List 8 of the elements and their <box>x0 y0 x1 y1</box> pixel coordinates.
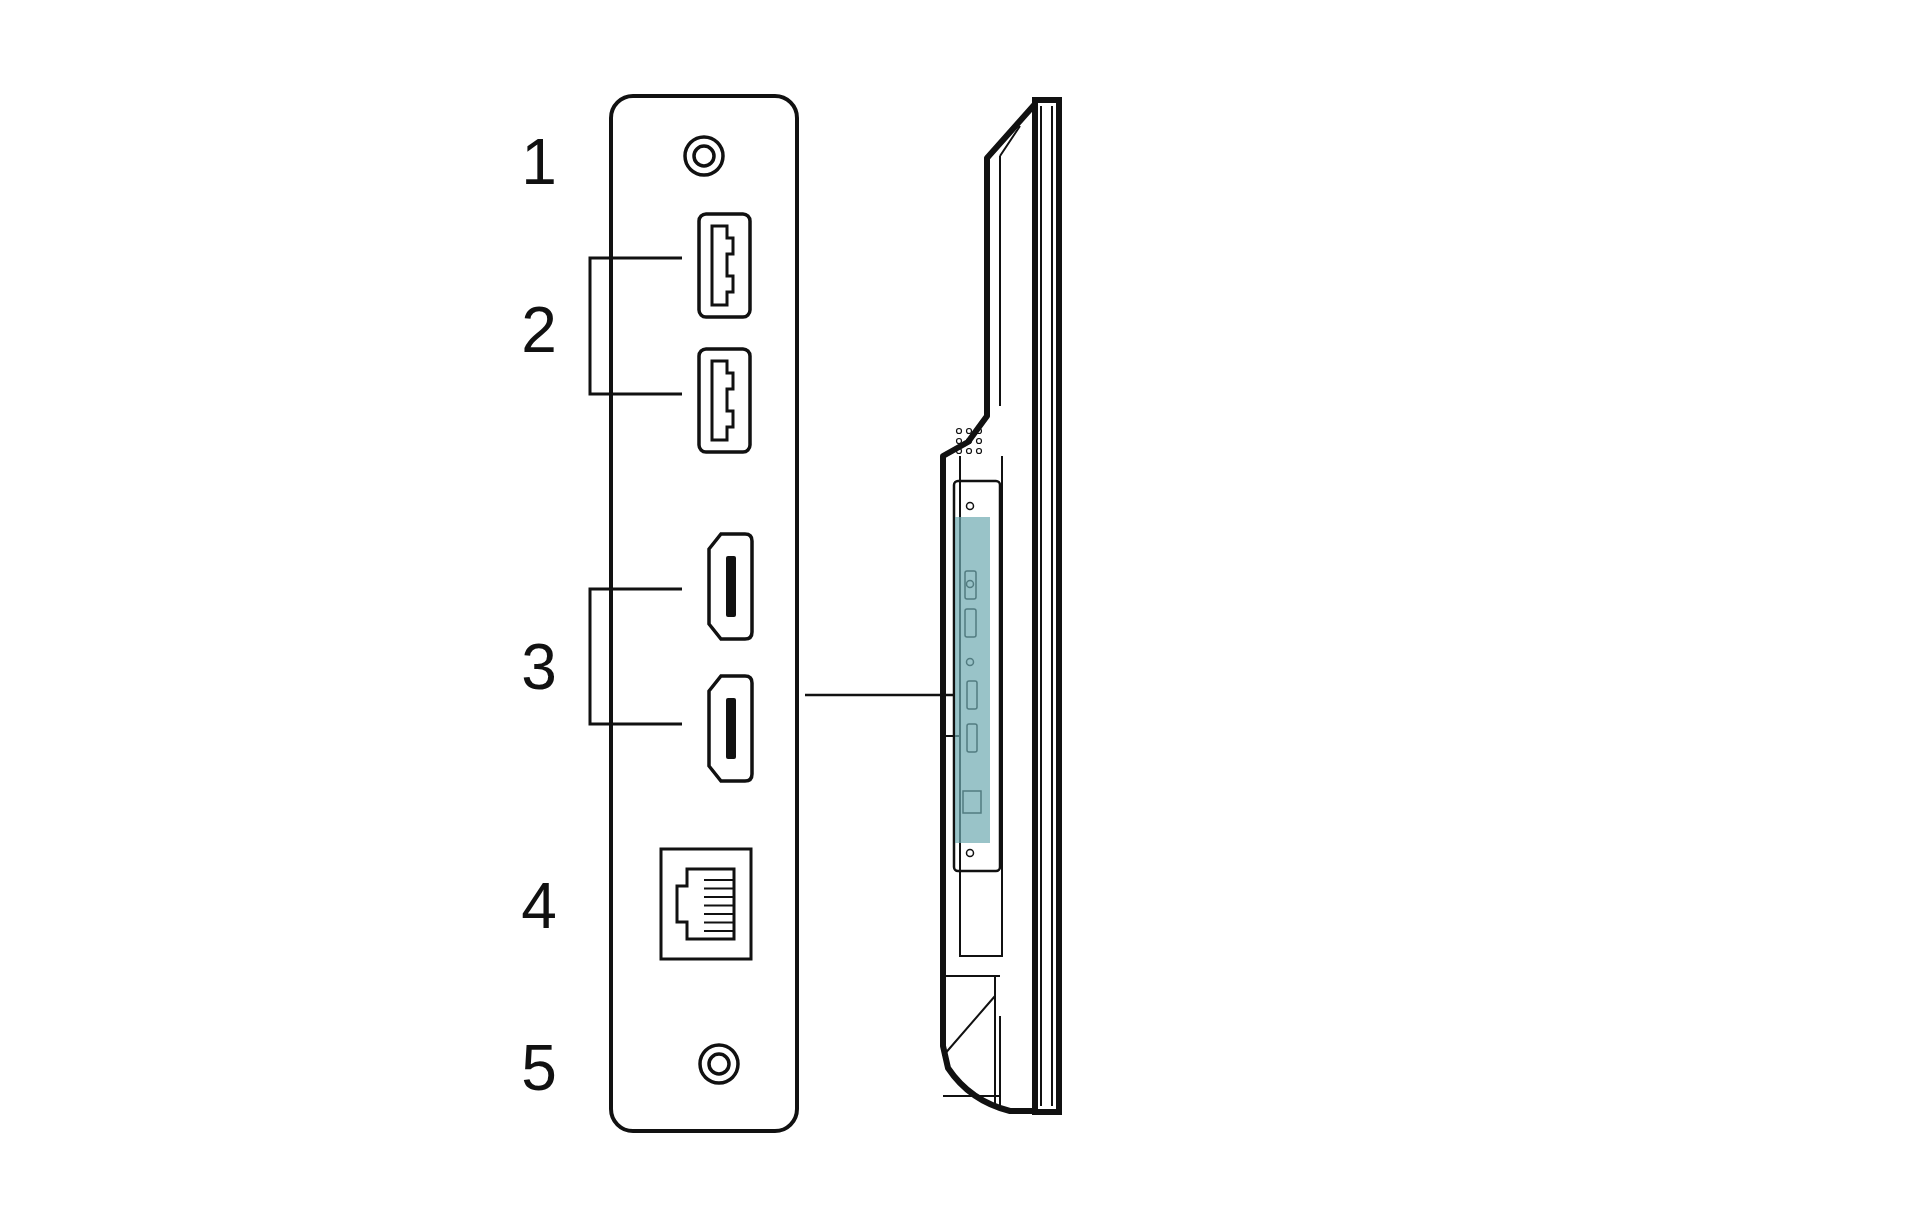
callout-number: 3 <box>521 635 557 699</box>
callout-number: 1 <box>521 130 557 194</box>
callout-number: 2 <box>521 298 557 362</box>
highlighted-port-area <box>955 517 990 843</box>
callout-number: 5 <box>521 1036 557 1100</box>
connector-panel <box>609 94 799 1133</box>
leader-line <box>805 693 955 697</box>
callout-number: 4 <box>521 874 557 938</box>
